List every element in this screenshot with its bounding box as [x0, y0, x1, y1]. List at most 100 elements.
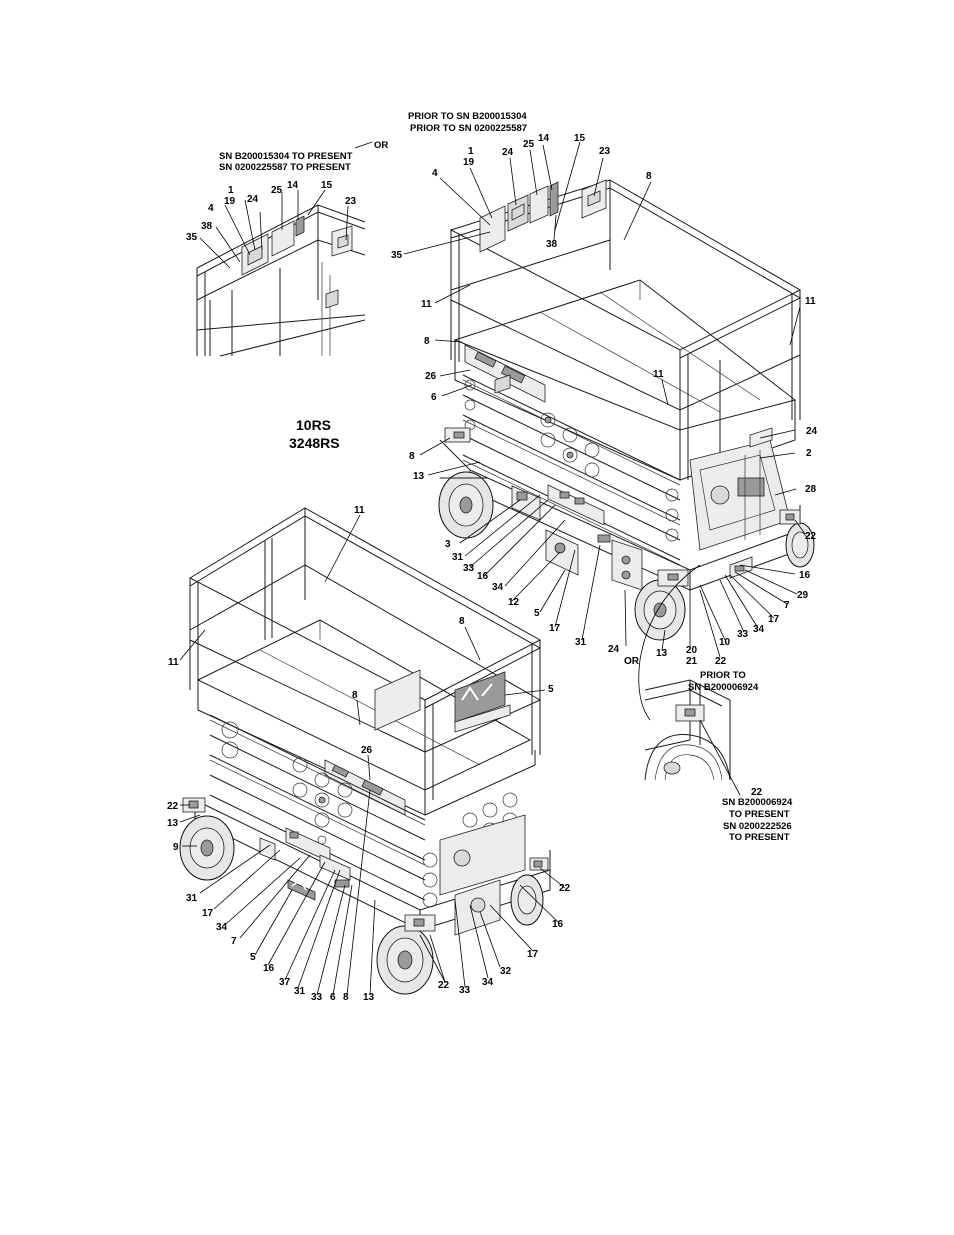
callout-label: 22 [167, 801, 179, 812]
callout-label: 5 [548, 684, 554, 695]
callout-label: 22 [805, 531, 817, 542]
callout-label: 13 [413, 471, 425, 482]
callout-label: 38 [546, 239, 558, 250]
callout-label: 22 [438, 980, 450, 991]
callout-label: 8 [459, 616, 465, 627]
callout-label: 29 [797, 590, 809, 601]
callout-label: 24 [502, 147, 514, 158]
callout-label: 34 [216, 922, 228, 933]
lower-machine [179, 507, 551, 995]
callout-label: 34 [482, 977, 494, 988]
model-title-2: 3248RS [289, 435, 340, 451]
callout-label: 7 [784, 600, 790, 611]
callout-label: 17 [527, 949, 539, 960]
callout-label: 3 [445, 539, 451, 550]
callout-label: 16 [799, 570, 811, 581]
callout-label: 23 [599, 146, 611, 157]
callout-label: 34 [492, 582, 504, 593]
note-present-bottom-2: TO PRESENT [729, 809, 790, 820]
callout-label: 13 [363, 992, 375, 1003]
callout-label: 15 [574, 133, 586, 144]
callout-label: 33 [463, 563, 475, 574]
callout-label: 8 [409, 451, 415, 462]
callout-label: 38 [201, 221, 213, 232]
callout-label: 31 [294, 986, 306, 997]
callouts-upper-machine: 1 19 24 25 14 15 23 4 8 35 38 11 11 8 26… [391, 133, 818, 667]
note-or-top: OR [374, 140, 388, 151]
callout-label: 11 [653, 369, 664, 380]
inset-bottom-right [644, 679, 731, 781]
callout-label: 14 [287, 180, 299, 191]
callout-label: 6 [431, 392, 437, 403]
callout-label: 8 [352, 690, 358, 701]
callout-label: 13 [167, 818, 179, 829]
note-present-top-1: SN B200015304 TO PRESENT [219, 151, 353, 162]
callout-label: 31 [575, 637, 587, 648]
callout-label: 37 [279, 977, 291, 988]
callout-label: 19 [224, 196, 236, 207]
callout-label: 25 [271, 185, 283, 196]
callout-label: 31 [452, 552, 464, 563]
callout-label: 34 [753, 624, 765, 635]
callout-label: 22 [715, 656, 727, 667]
upper-machine [438, 179, 815, 641]
callout-label: 24 [247, 194, 259, 205]
callout-label: 15 [321, 180, 333, 191]
inset-top-left [196, 204, 366, 357]
callout-label: 1 [228, 185, 234, 196]
callout-label: 2 [806, 448, 812, 459]
callout-label: 6 [330, 992, 336, 1003]
callout-label: 26 [425, 371, 437, 382]
callout-label: 32 [500, 966, 512, 977]
callout-label: 4 [208, 203, 214, 214]
callout-label: 11 [354, 505, 365, 516]
callout-label: 25 [523, 139, 535, 150]
callout-label: 10 [719, 637, 731, 648]
callout-label: 26 [361, 745, 373, 756]
callout-label: 33 [311, 992, 323, 1003]
callout-label: 24 [806, 426, 818, 437]
callout-label: 8 [424, 336, 430, 347]
callout-label: 35 [186, 232, 198, 243]
callout-label: 17 [549, 623, 561, 634]
model-title-1: 10RS [296, 417, 331, 433]
callout-label: 1 [468, 146, 474, 157]
callout-label: 20 [686, 645, 698, 656]
callouts-inset-bottom: 22 [751, 787, 763, 798]
callout-label: 16 [477, 571, 489, 582]
callout-label: 24 [608, 644, 620, 655]
callouts-lower-machine: 11 8 11 5 8 26 22 13 9 22 31 17 34 7 5 1… [167, 505, 571, 1003]
callout-label: 35 [391, 250, 403, 261]
callout-label: 8 [646, 171, 652, 182]
note-prior-top-2: PRIOR TO SN 0200225587 [410, 123, 527, 134]
callout-label: 5 [534, 608, 540, 619]
callout-label: 11 [421, 299, 432, 310]
callout-label: 12 [508, 597, 520, 608]
note-prior-bottom-2: SN B200006924 [688, 682, 759, 693]
callout-label: 22 [559, 883, 571, 894]
callout-label: 11 [168, 657, 179, 668]
callout-label: 19 [463, 157, 475, 168]
callout-label: 16 [552, 919, 564, 930]
callout-label: 5 [250, 952, 256, 963]
callout-label: 21 [686, 656, 698, 667]
callout-label: 33 [459, 985, 471, 996]
note-present-bottom-1: SN B200006924 [722, 797, 793, 808]
callout-label: 4 [432, 168, 438, 179]
callout-label: 9 [173, 842, 179, 853]
callout-label: 14 [538, 133, 550, 144]
callout-label: 8 [343, 992, 349, 1003]
callout-label: 11 [805, 296, 816, 307]
callout-label: 33 [737, 629, 749, 640]
note-or-bottom: OR [624, 656, 640, 667]
callout-label: 17 [202, 908, 214, 919]
callout-label: 23 [345, 196, 357, 207]
note-prior-bottom-1: PRIOR TO [700, 670, 746, 681]
callout-label: 28 [805, 484, 817, 495]
callout-label: 22 [751, 787, 763, 798]
note-present-bottom-3: SN 0200222526 [723, 821, 792, 832]
callouts-inset-top: 1 19 4 24 25 14 15 23 38 35 [186, 180, 357, 243]
note-prior-top-1: PRIOR TO SN B200015304 [408, 111, 527, 122]
callout-label: 13 [656, 648, 668, 659]
